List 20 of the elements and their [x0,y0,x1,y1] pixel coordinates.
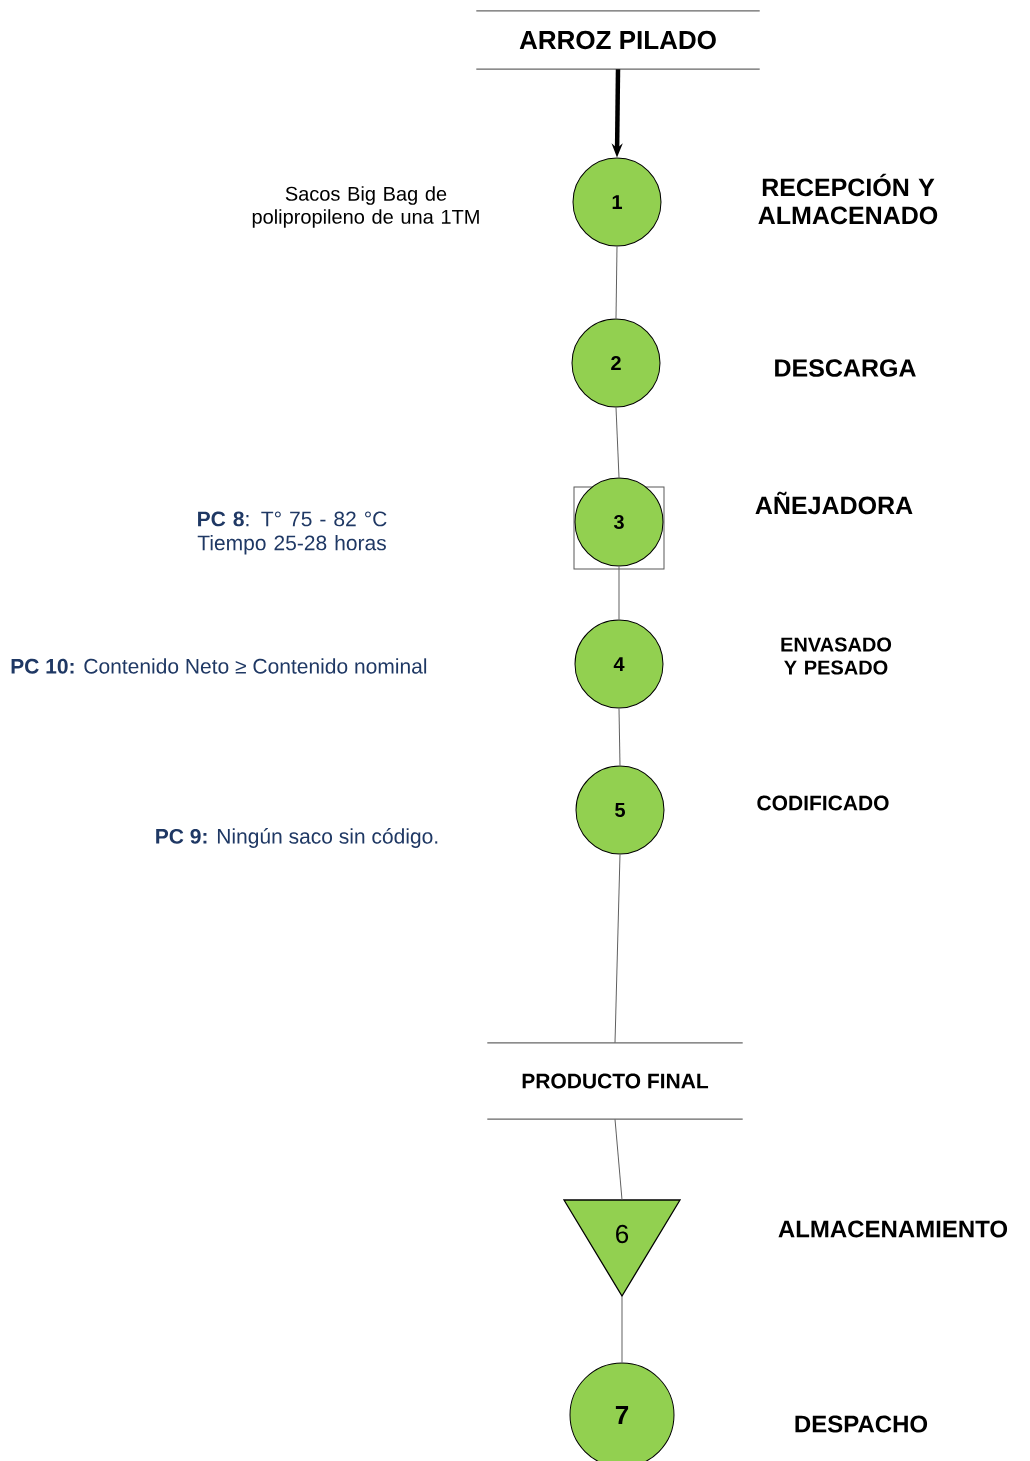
connector-line [615,407,620,478]
connector-line [621,1295,623,1363]
stage-band: ARROZ PILADO [475,10,761,70]
connector-line [615,246,618,319]
stage-band: PRODUCTO FINAL [486,1042,744,1120]
step-label: CODIFICADO [757,795,889,811]
step-label: DESPACHO [795,1415,928,1433]
connector-line [614,854,621,1044]
control-point-note: PC 10: Contenido Neto ≥ Contenido nominal [11,658,427,674]
step-label: ENVASADO Y PESADO [781,637,892,675]
note-text: Sacos Big Bag de polipropileno de una 1TM [252,186,479,228]
connector-line [618,566,620,620]
control-point-note: PC 8: T° 75 - 82 °C Tiempo 25-28 horas [197,511,387,555]
step-label: ALMACENAMIENTO [778,1220,1008,1238]
step-label: DESCARGA [775,359,916,377]
control-point-note: PC 9: Ningún saco sin código. [156,828,438,848]
step-label: AÑEJADORA [755,491,913,515]
connector-line [618,708,621,766]
connector-line [614,1118,623,1201]
step-label: RECEPCIÓN Y ALMACENADO [758,173,938,225]
